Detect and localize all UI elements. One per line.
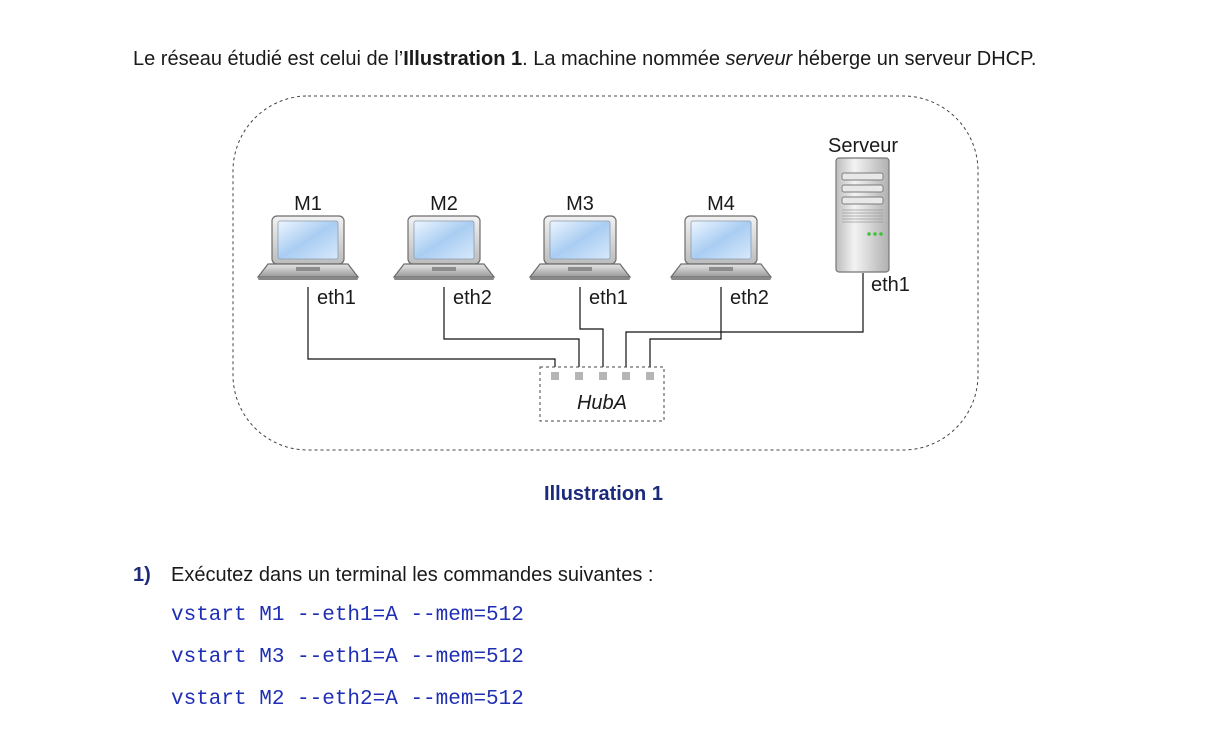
laptop-icon — [670, 215, 772, 281]
command-line: vstart M3 --eth1=A --mem=512 — [171, 646, 524, 669]
machine-m1: M1 eth1 — [257, 193, 359, 309]
serveur-iface: eth1 — [871, 274, 910, 296]
machine-m2-iface: eth2 — [453, 287, 492, 309]
cable-m2 — [443, 287, 580, 375]
laptop-icon — [529, 215, 631, 281]
command-line: vstart M1 --eth1=A --mem=512 — [171, 604, 524, 627]
cable-m3 — [579, 287, 604, 375]
serveur-label: Serveur — [828, 135, 898, 157]
machine-m4-label: M4 — [707, 193, 735, 215]
machine-m2: M2 eth2 — [393, 193, 495, 309]
intro-illustration-ref: Illustration 1 — [403, 48, 523, 70]
machine-m2-label: M2 — [430, 193, 458, 215]
machine-m3: M3 eth1 — [529, 193, 631, 309]
figure-caption: Illustration 1 — [544, 483, 663, 505]
intro-paragraph: Le réseau étudié est celui de l’Illustra… — [133, 48, 1036, 71]
hub-label: HubA — [577, 392, 627, 414]
laptop-icon — [257, 215, 359, 281]
question-1: 1) Exécutez dans un terminal les commande… — [133, 564, 653, 587]
machine-serveur: Serveur eth1 — [828, 135, 910, 296]
machine-m1-label: M1 — [294, 193, 322, 215]
machine-m3-iface: eth1 — [589, 287, 628, 309]
hub-ports — [551, 372, 654, 380]
laptop-icon — [393, 215, 495, 281]
machine-m4-iface: eth2 — [730, 287, 769, 309]
server-tower-icon — [835, 157, 890, 273]
question-number: 1) — [133, 564, 151, 586]
machine-m3-label: M3 — [566, 193, 594, 215]
question-text: Exécutez dans un terminal les commandes … — [171, 564, 654, 586]
intro-text-1: Le réseau étudié est celui de l’ — [133, 48, 404, 70]
cable-serveur — [625, 273, 864, 375]
machine-m1-iface: eth1 — [317, 287, 356, 309]
command-line: vstart M2 --eth2=A --mem=512 — [171, 688, 524, 711]
intro-text-2: . La machine nommée — [522, 48, 726, 70]
network-cables — [307, 273, 864, 375]
machine-m4: M4 eth2 — [670, 193, 772, 309]
network-boundary — [232, 95, 979, 451]
cable-m4 — [649, 287, 722, 375]
intro-text-3: héberge un serveur DHCP. — [792, 48, 1037, 70]
intro-serveur-term: serveur — [725, 48, 793, 70]
